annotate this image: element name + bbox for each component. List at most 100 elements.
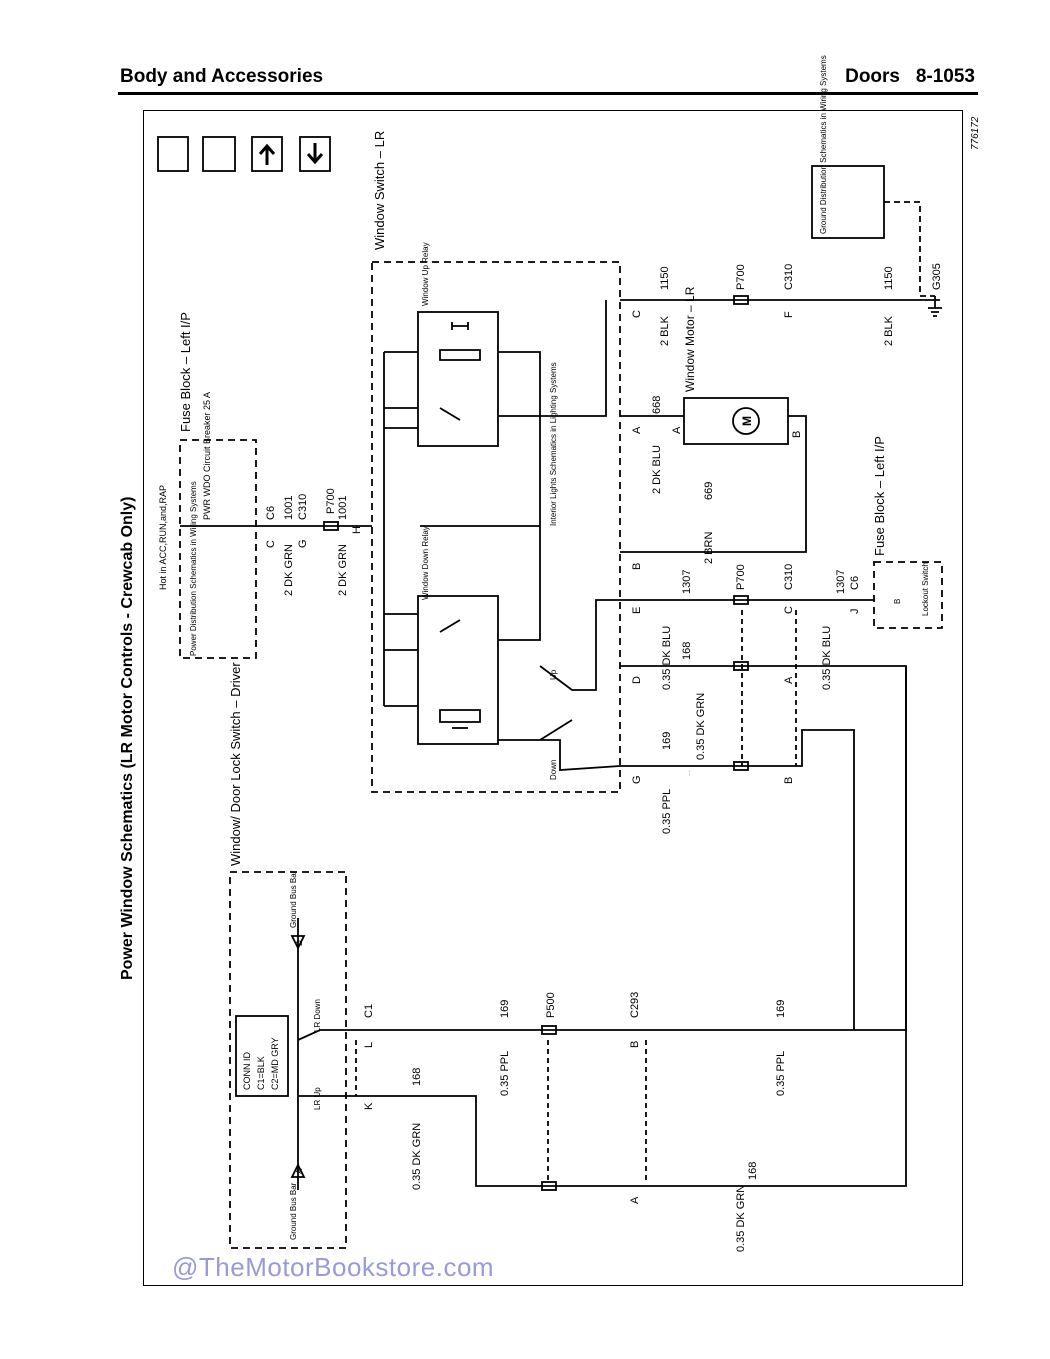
wire-169-color-c: 0.35 PPL [775,1051,787,1096]
arrow-down-icon[interactable] [299,136,331,172]
pin-c-c310: C [783,606,795,614]
wire-668-circuit: 668 [651,396,663,414]
window-motor-box [683,397,789,445]
fuse-block-bottom-label: Fuse Block – Left I/P [872,436,887,556]
location-icon[interactable] [157,136,189,172]
pin-k-driver: K [363,1102,375,1110]
wire-669-circuit: 669 [703,482,715,500]
wire-1307-color-a: 0.35 DK BLU [661,626,673,690]
wire-1001-color-b: 2 DK GRN [337,544,349,596]
c310-top-label: C310 [297,494,309,520]
p700-top-label: P700 [325,488,337,514]
fuse-block-top-box [179,439,257,659]
p700-1150-connector [733,295,749,305]
wire-169-circuit-a: 169 [661,732,673,750]
p700-1150-label: P700 [735,264,747,290]
window-switch-lr-label: Window Switch – LR [372,131,387,250]
p700-169-connector [733,761,749,771]
c310-1307-label: C310 [783,564,795,590]
c1-blk-label: C1=BLK [256,1056,266,1090]
window-down-relay [417,595,499,745]
watermark: @TheMotorBookstore.com [172,1252,495,1282]
pin-d-lr: D [631,676,643,684]
pin-c-top: C [265,540,277,548]
pin-b-c293: B [629,1041,641,1048]
arrow-up-icon[interactable] [251,136,283,172]
pin-g-lr: G [631,775,643,784]
c6-top-label: C6 [265,506,277,520]
pin-d-ground: D [295,940,304,946]
lockout-label: Lockout Switch [921,562,930,616]
c2-gry-label: C2=MD GRY [270,1037,280,1090]
conn-id-label: CONN ID [242,1052,252,1091]
wire-1150-color-b: 2 BLK [883,315,895,346]
fuse-block-top-label: Fuse Block – Left I/P [178,312,193,432]
lr-up-label: LR Up [313,1087,322,1110]
wire-1307-color-b: 0.35 DK BLU [821,626,833,690]
down-label: Down [549,760,558,780]
ground-g305-label: G305 [931,263,943,290]
pin-b-lr: B [631,563,643,570]
p700-1307-label: P700 [735,564,747,590]
pin-a-c293: A [629,1196,641,1204]
up-relay-label: Window Up Relay [421,242,430,306]
wire-1150-color-a: 2 BLK [659,315,671,346]
wire-168-color-d: 0.35 DK GRN [689,770,691,776]
ground-ref-label: Ground Distribution Schematics in Wiring… [819,55,828,234]
wire-169-circuit-c: 169 [775,1000,787,1018]
c293-label: C293 [629,992,641,1018]
window-switch-lr-box [371,261,621,793]
p700-1307-connector [733,595,749,605]
pin-g-top: G [297,539,309,548]
wire-168-circuit-b: 168 [411,1068,423,1086]
wire-169-color-b: 0.35 PPL [499,1051,511,1096]
pin-a-ground: A [295,1168,304,1174]
p700-top-connector [323,521,339,531]
pin-e-lr: E [631,607,643,614]
pin-l-driver: L [363,1042,375,1048]
wire-1150-circuit-b: 1150 [883,266,895,290]
diagram-title: Power Window Schematics (LR Motor Contro… [119,497,136,980]
pin-h-top: H [351,526,363,534]
wire-669-color: 2 BRN [703,532,715,564]
p500-label: P500 [545,992,557,1018]
c310-1150-label: C310 [783,264,795,290]
wire-168-circuit-c: 168 [747,1162,759,1180]
wire-1307-circuit-b: 1307 [835,570,847,594]
description-icon[interactable] [202,136,236,172]
wire-1150-circuit-a: 1150 [659,266,671,290]
wire-1001-circuit-a: 1001 [283,496,295,520]
wire-668-color: 2 DK BLU [651,445,663,494]
diagram-frame [143,110,963,1286]
breaker-label: PWR WDO Circuit Breaker 25 A [202,392,212,520]
pin-f-c310: F [783,311,795,318]
wire-168-color-a: 0.35 DK GRN [695,693,707,760]
ground-bus-top-label: Ground Bus Bar [289,870,298,928]
wire-169-color-a: 0.35 PPL [661,789,673,834]
c1-connector-label: C1 [363,1004,375,1018]
pin-a-lr: A [631,426,643,434]
c6-bottom-label: C6 [849,576,861,590]
figure-id: 776172 [970,116,981,150]
wire-1001-circuit-b: 1001 [337,496,349,520]
wire-168-color-c: 0.35 DK GRN [735,1185,747,1252]
driver-switch-label: Window/ Door Lock Switch – Driver [228,662,243,866]
pin-b-lockout: B [893,599,902,604]
pin-c-lr: C [631,310,643,318]
wire-1001-color-a: 2 DK GRN [283,544,295,596]
pin-j-c6: J [849,609,861,615]
interior-ref-label: Interior Lights Schematics in Lighting S… [549,362,558,526]
up-label: Up [549,669,558,680]
down-relay-label: Window Down Relay [421,526,430,600]
header-rule [118,92,978,95]
section-title: Body and Accessories [120,66,324,87]
pin-b-c310: B [783,777,795,784]
fuse-block-bottom-box [873,561,943,629]
hot-label: Hot in ACC,RUN,and,RAP [158,485,168,590]
motor-m-label: M [740,416,754,426]
pin-a-motor: A [671,426,683,434]
wire-168-circuit-a: 168 [681,642,693,660]
power-ref-label: Power Distribution Schematics in Wiring … [189,481,198,656]
wire-169-circuit-b: 169 [499,1000,511,1018]
